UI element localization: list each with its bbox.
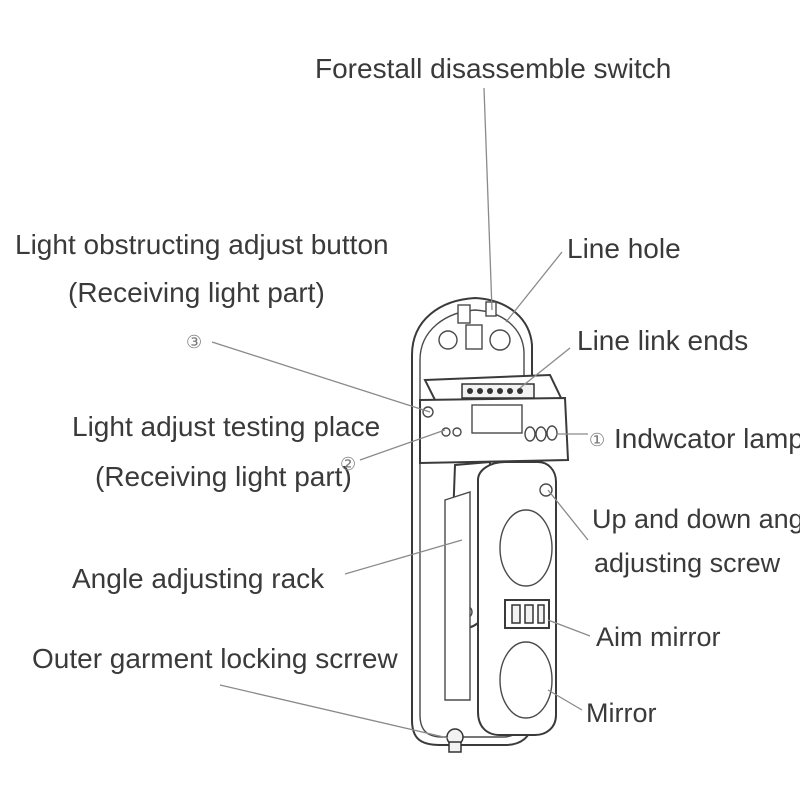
labels: Forestall disassemble switch Light obstr… [15,53,800,728]
leader-line-hole [505,251,563,323]
outer-garment-locking-screw [446,728,464,753]
leader-updown [547,489,589,541]
marker-1: ① [589,430,605,451]
terminal-block [419,373,570,465]
label-mirror: Mirror [586,698,656,728]
label-light-obstructing-line1: Light obstructing adjust button [15,229,389,260]
label-angle-adjusting-rack: Angle adjusting rack [72,563,325,594]
leader-light-adjust [359,429,446,461]
label-light-adjust-line1: Light adjust testing place [72,411,380,442]
forestall-switch [457,301,497,324]
leader-angle-rack [344,539,463,575]
label-light-obstructing-line2: (Receiving light part) [68,277,325,308]
marker-2: ② [340,454,356,475]
label-updown-line1: Up and down angle [592,504,800,534]
leader-light-obstructing [211,341,431,413]
label-forestall-switch: Forestall disassemble switch [315,53,671,84]
leader-aim-mirror [547,619,591,637]
marker-3: ③ [186,332,202,353]
leader-outer-garment [219,684,449,739]
label-indicator-lamp: Indwcator lamp [614,423,800,454]
label-light-adjust-line2: (Receiving light part) [95,461,352,492]
device-drawing [411,296,570,753]
leader-mirror [547,689,583,711]
label-aim-mirror: Aim mirror [596,622,720,652]
lens-housing [477,461,557,736]
label-line-link-ends: Line link ends [577,325,748,356]
indicator-lamps [524,425,558,442]
aim-mirror [504,599,550,629]
label-updown-line2: adjusting screw [594,548,781,578]
label-outer-garment-locking-screw: Outer garment locking scrrew [32,643,398,674]
label-line-hole: Line hole [567,233,681,264]
leader-forestall [483,87,493,311]
leader-line-link [519,347,571,389]
leader-lines [211,87,591,739]
